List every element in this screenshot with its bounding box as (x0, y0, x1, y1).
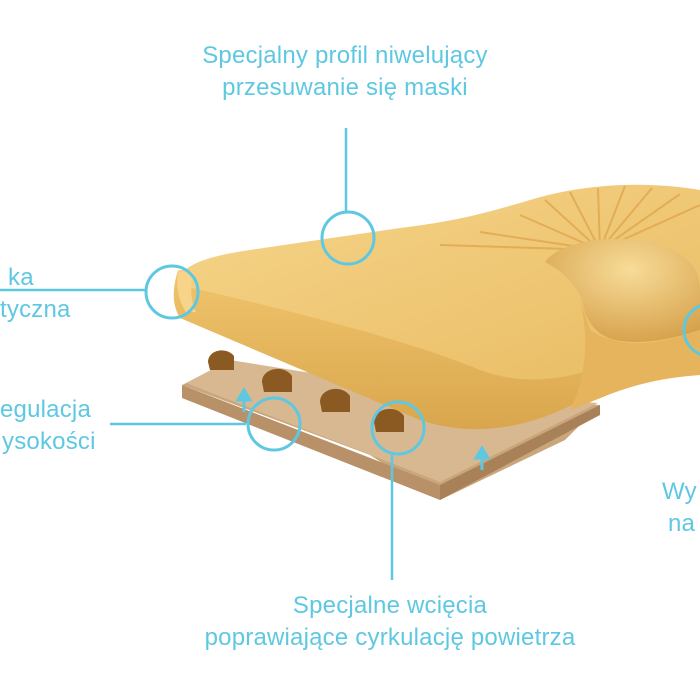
label-left-upper-line2: tyczna (0, 296, 71, 323)
label-left-lower-line2: ysokości (2, 428, 96, 455)
label-left-lower: egulacja ysokości (0, 394, 96, 458)
central-hollow (545, 238, 700, 342)
callout-circle-right (682, 304, 700, 356)
side-curve (570, 300, 700, 410)
label-right-line1: Wy (662, 478, 697, 505)
label-bottom-cuts: Specjalne wcięcia poprawiające cyrkulacj… (160, 590, 620, 654)
label-bottom-cuts-line1: Specjalne wcięcia (292, 592, 488, 619)
label-left-lower-line1: egulacja (0, 396, 92, 423)
callout-lines (0, 128, 394, 580)
callout-circle-left-upper (144, 264, 200, 320)
callout-circle-profile (320, 210, 376, 266)
label-left-upper-line1: ka (8, 264, 34, 291)
label-top-profile: Specjalny profil niwelujący przesuwanie … (150, 40, 540, 104)
callout-circle-left-lower (246, 396, 302, 452)
label-top-profile-line1: Specjalny profil niwelujący (202, 42, 488, 69)
label-right: Wy na (662, 476, 697, 540)
callout-circle-cuts (370, 400, 426, 456)
label-top-profile-line2: przesuwanie się maski (222, 74, 468, 101)
label-left-upper: ka tyczna (0, 262, 71, 326)
front-roll (177, 270, 196, 312)
label-bottom-cuts-line2: poprawiające cyrkulację powietrza (204, 624, 576, 651)
callout-circles (144, 210, 700, 456)
airflow-arrows (235, 387, 491, 470)
foam-top-surface (180, 184, 700, 380)
ventilation-channels (208, 350, 404, 432)
label-right-line2: na (668, 510, 696, 537)
